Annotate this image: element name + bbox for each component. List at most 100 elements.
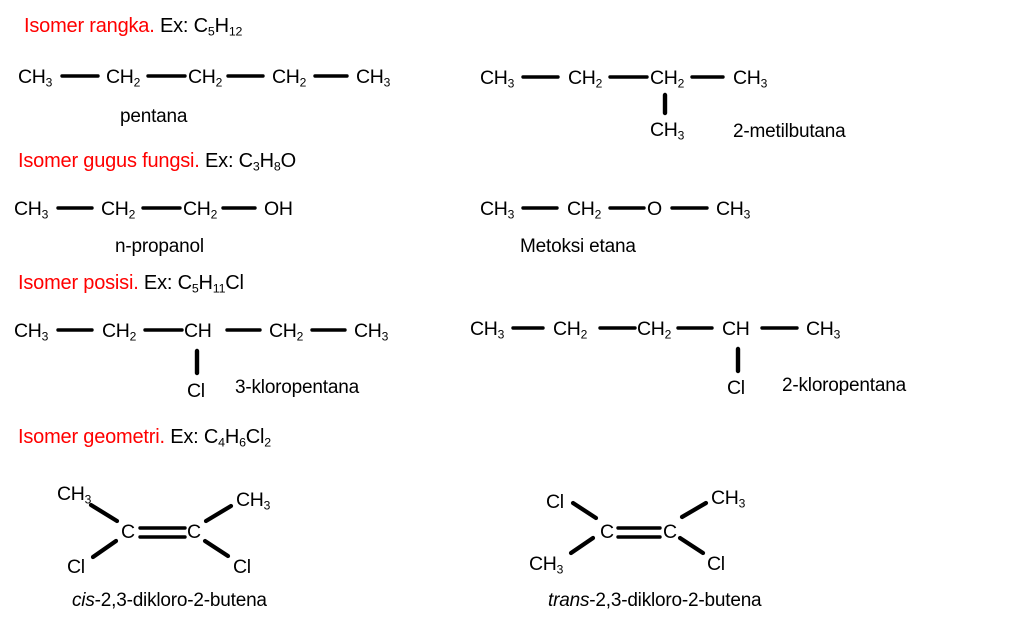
atom-ch3-trans-2-3-dikloro-2-butena: CH3 [529,553,564,577]
atom-ch3-3-kloropentana: CH3 [14,320,49,344]
section-heading-isomer-gugus-fungsi: Isomer gugus fungsi. Ex: C3H8O [18,150,296,173]
atom-ch2-2-kloropentana: CH2 [637,318,672,342]
subscript: 2 [128,207,136,222]
subscript: 2 [299,75,307,90]
atom-ch3-trans-2-3-dikloro-2-butena: CH3 [711,487,746,511]
subscript: 3 [760,76,768,91]
atom-cl-cis-2-3-dikloro-2-butena: Cl [233,556,251,578]
subscript: 3 [833,327,841,342]
bond-cis-2-3-dikloro-2-butena [202,538,231,559]
subscript: 3 [677,128,685,143]
subscript: 2 [264,435,271,450]
atom-ch2-n-propanol: CH2 [101,198,136,222]
atom-ch3-cis-2-3-dikloro-2-butena: CH3 [236,489,271,513]
subscript: 2 [580,327,588,342]
heading-keyword: Isomer posisi. [18,272,139,294]
atom-cl-2-kloropentana: Cl [727,377,745,399]
subscript: 3 [556,562,564,577]
section-heading-isomer-posisi: Isomer posisi. Ex: C5H11Cl [18,272,244,295]
subscript: 6 [239,435,246,450]
atom-ch3-cis-2-3-dikloro-2-butena: CH3 [57,483,92,507]
bond-trans-2-3-dikloro-2-butena [570,500,599,521]
atom-ch2-pentana: CH2 [106,66,141,90]
structure-label-metoksi-etana: Metoksi etana [520,236,636,257]
atom-ch3-pentana: CH3 [356,66,391,90]
subscript: 3 [41,207,49,222]
atom-c-cis-2-3-dikloro-2-butena: C [187,521,201,543]
atom-oh-n-propanol: OH [264,198,293,220]
heading-example-formula: Ex: C3H8O [199,150,296,174]
structure-label-2-metilbutana: 2-metilbutana [733,121,846,142]
atom-cl-3-kloropentana: Cl [187,380,205,402]
subscript: 3 [738,496,746,511]
atom-ch3-2-metilbutana: CH3 [650,119,685,143]
subscript: 3 [84,492,92,507]
subscript: 11 [212,281,226,296]
section-heading-isomer-geometri: Isomer geometri. Ex: C4H6Cl2 [18,426,271,449]
atom-ch3-pentana: CH3 [18,66,53,90]
bond-cis-2-3-dikloro-2-butena [90,538,119,560]
atom-ch3-2-metilbutana: CH3 [480,67,515,91]
atom-ch2-3-kloropentana: CH2 [269,320,304,344]
atom-c-cis-2-3-dikloro-2-butena: C [121,521,135,543]
heading-keyword: Isomer rangka. [24,15,155,37]
heading-example-formula: Ex: C4H6Cl2 [164,426,271,450]
subscript: 12 [228,24,243,39]
structure-label-pentana: pentana [120,106,188,127]
subscript: 3 [263,498,271,513]
atom-ch2-metoksi-etana: CH2 [567,198,602,222]
subscript: 2 [664,327,672,342]
subscript: 5 [207,24,215,39]
section-heading-isomer-rangka: Isomer rangka. Ex: C5H12 [24,15,242,38]
bond-trans-2-3-dikloro-2-butena [568,535,596,556]
subscript: 4 [218,435,225,450]
subscript: 2 [133,75,141,90]
atom-o-metoksi-etana: O [647,198,662,220]
atom-ch2-pentana: CH2 [272,66,307,90]
atom-ch-2-kloropentana: CH [722,318,750,340]
atom-ch3-2-metilbutana: CH3 [733,67,768,91]
atom-ch2-n-propanol: CH2 [183,198,217,222]
bond-cis-2-3-dikloro-2-butena [88,502,120,524]
atom-ch3-metoksi-etana: CH3 [716,198,751,222]
subscript: 3 [252,159,260,174]
atom-ch2-pentana: CH2 [188,66,223,90]
subscript: 2 [129,329,137,344]
subscript: 3 [507,207,515,222]
subscript: 2 [215,75,223,90]
heading-example-formula: Ex: C5H12 [154,15,243,39]
structure-label-cis-2-3-dikloro-2-butena: cis-2,3-dikloro-2-butena [72,590,267,611]
atom-ch3-2-kloropentana: CH3 [470,318,504,342]
subscript: 3 [45,75,53,90]
structure-label-italic-prefix: trans [548,590,590,611]
structure-label-n-propanol: n-propanol [115,236,204,257]
subscript: 2 [296,329,304,344]
subscript: 2 [677,76,685,91]
atom-cl-cis-2-3-dikloro-2-butena: Cl [67,556,85,578]
atom-c-trans-2-3-dikloro-2-butena: C [663,521,677,543]
heading-keyword: Isomer geometri. [18,426,165,448]
atom-ch2-2-kloropentana: CH2 [553,318,588,342]
subscript: 2 [595,76,603,91]
atom-ch3-metoksi-etana: CH3 [480,198,515,222]
structure-label-2-kloropentana: 2-kloropentana [782,375,906,396]
subscript: 3 [41,329,49,344]
atom-ch2-2-metilbutana: CH2 [568,67,603,91]
bond-trans-2-3-dikloro-2-butena [679,500,709,520]
atom-ch3-n-propanol: CH3 [14,198,49,222]
atom-ch-3-kloropentana: CH [184,320,212,342]
atom-cl-trans-2-3-dikloro-2-butena: Cl [546,491,564,513]
structure-label-italic-prefix: cis [72,590,95,611]
subscript: 3 [743,207,751,222]
subscript: 3 [507,76,515,91]
structure-label-3-kloropentana: 3-kloropentana [235,377,359,398]
subscript: 5 [191,281,199,296]
atom-ch3-2-kloropentana: CH3 [806,318,841,342]
structure-label-trans-2-3-dikloro-2-butena: trans-2,3-dikloro-2-butena [548,590,762,611]
bond-trans-2-3-dikloro-2-butena [677,535,706,556]
subscript: 2 [594,207,602,222]
subscript: 3 [383,75,391,90]
bond-cis-2-3-dikloro-2-butena [203,503,234,524]
